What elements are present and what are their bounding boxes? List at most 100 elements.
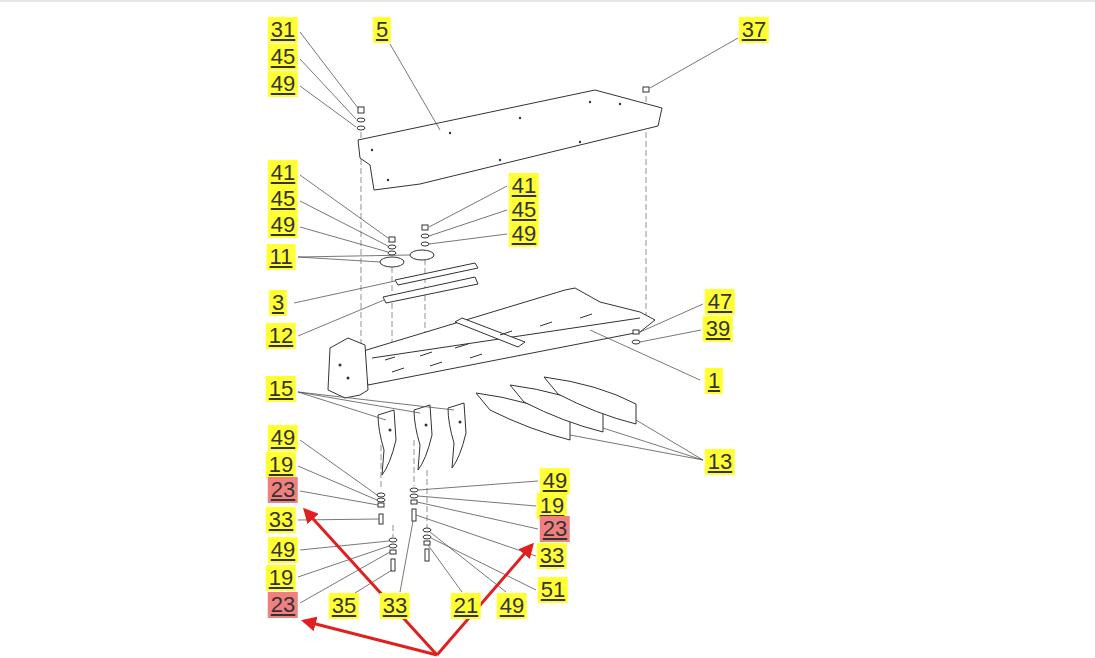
callout-number: 19 [266, 452, 296, 478]
callout-number: 49 [509, 221, 539, 247]
leader-line [390, 44, 440, 130]
hole [459, 421, 462, 424]
nut [390, 550, 396, 554]
hole [519, 117, 521, 119]
tray-crossbar [455, 318, 525, 347]
leader-line [294, 281, 395, 303]
callout-number: 45 [509, 197, 539, 223]
callout-number: 49 [268, 71, 298, 97]
leader-line [355, 570, 392, 593]
callout-number: 13 [705, 449, 735, 475]
leader-lines [294, 32, 738, 603]
slot [385, 314, 592, 372]
highlight-arrow [305, 510, 437, 655]
assembly-line [392, 258, 393, 355]
leader-line [650, 38, 738, 88]
hole [425, 424, 428, 427]
leader-line [298, 392, 420, 413]
washer [377, 493, 385, 497]
top-rule [0, 1, 1095, 2]
leader-line [640, 330, 701, 342]
leader-line [300, 491, 378, 505]
nut [411, 500, 417, 504]
washer [389, 538, 397, 542]
hole [589, 101, 591, 103]
leader-line [298, 519, 379, 520]
hole [619, 103, 621, 105]
callout-number: 23 [268, 592, 298, 618]
callout-number: 33 [266, 507, 296, 533]
callout-number: 37 [739, 17, 769, 43]
skid [414, 405, 432, 470]
callout-number: 1 [705, 368, 723, 394]
strip [383, 277, 478, 303]
leader-line [416, 515, 536, 556]
leader-line [430, 532, 506, 592]
callout-number: 19 [266, 565, 296, 591]
hole [347, 377, 350, 380]
callout-number: 45 [268, 186, 298, 212]
end-plate [328, 338, 368, 398]
assembly-line [361, 132, 362, 345]
leader-line [298, 392, 454, 410]
skid [378, 410, 396, 475]
nut [378, 503, 384, 507]
callout-number: 3 [269, 290, 287, 316]
highlight-arrows [304, 510, 532, 655]
deflector [544, 377, 636, 424]
bolt [391, 559, 395, 571]
leader-line [298, 257, 380, 262]
callout-number: 15 [266, 376, 296, 402]
leader-line [429, 210, 507, 236]
callout-number: 23 [540, 516, 570, 542]
washer [410, 494, 418, 498]
highlight-arrow [304, 621, 437, 655]
slots [385, 314, 592, 372]
callout-number: 49 [268, 425, 298, 451]
washer [421, 242, 429, 246]
callout-number: 51 [538, 577, 568, 603]
callout-number: 21 [451, 593, 481, 619]
bolt [379, 514, 383, 524]
washer [423, 535, 431, 539]
leader-line [636, 420, 703, 460]
leader-line [418, 496, 536, 506]
leader-line [300, 440, 377, 495]
leader-line [418, 481, 538, 490]
hole [387, 179, 389, 181]
callout-number: 49 [268, 537, 298, 563]
washer [388, 251, 396, 255]
leader-line [417, 502, 538, 529]
leader-line [428, 545, 462, 592]
washer [357, 118, 365, 122]
washer [357, 126, 365, 130]
nut [389, 237, 395, 242]
hardware [357, 87, 649, 571]
washer [632, 340, 640, 344]
callout-number: 41 [509, 173, 539, 199]
tray [360, 288, 655, 385]
nut [422, 225, 428, 230]
callout-number: 33 [537, 543, 567, 569]
callout-number: 49 [497, 593, 527, 619]
bolt [412, 509, 416, 521]
callout-number: 33 [380, 593, 410, 619]
washer [410, 488, 418, 492]
highlight-arrow [437, 545, 532, 655]
washer [377, 498, 385, 502]
assembly-line [381, 445, 382, 490]
bolt [425, 549, 429, 561]
assembly-line [414, 440, 415, 486]
callout-number: 49 [268, 212, 298, 238]
screw [643, 87, 649, 92]
callout-number: 23 [268, 477, 298, 503]
leader-line [429, 186, 507, 227]
hole [339, 364, 342, 367]
callout-number: 45 [268, 44, 298, 70]
callout-number: 35 [329, 593, 359, 619]
nut [424, 541, 430, 545]
assembly-line [393, 525, 394, 537]
leader-line [300, 86, 356, 127]
leader-line [300, 59, 356, 119]
